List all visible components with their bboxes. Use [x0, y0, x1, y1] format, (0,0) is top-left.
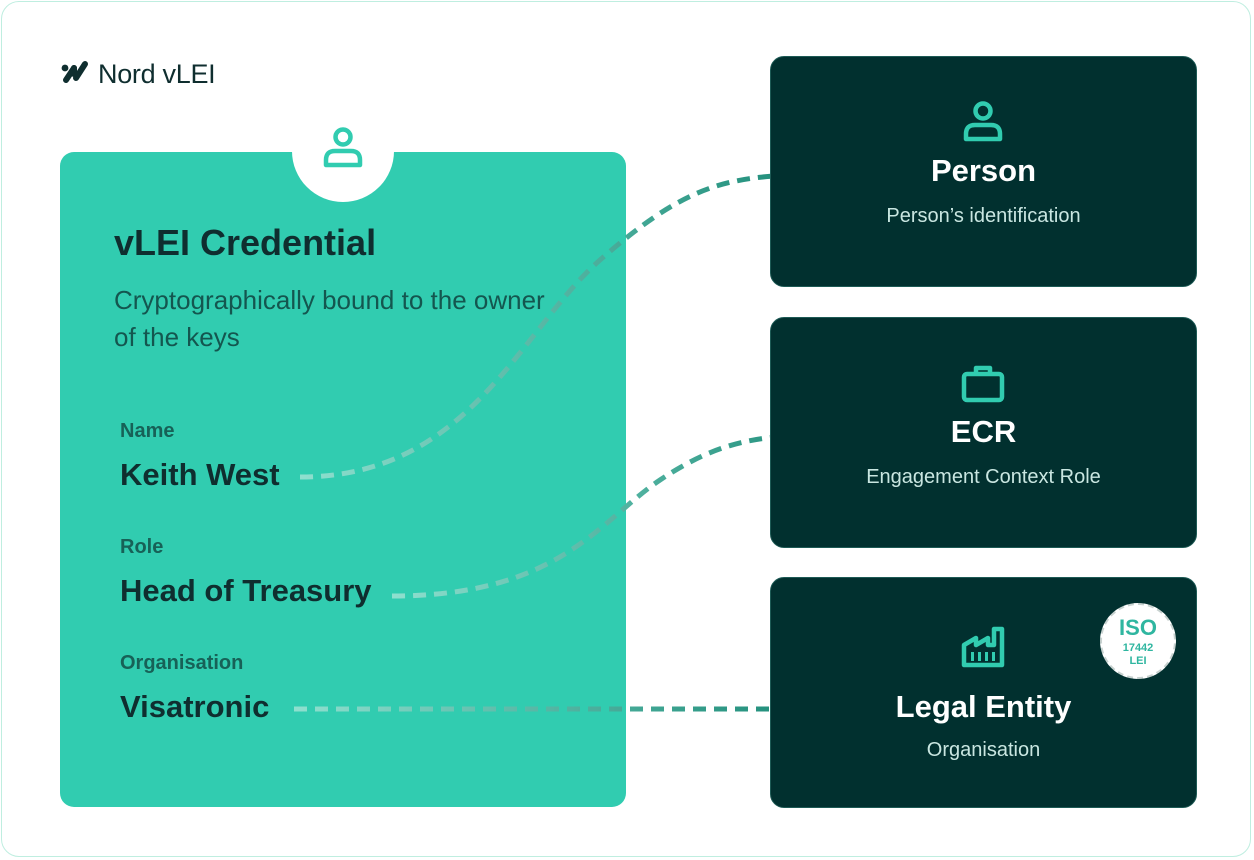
iso-badge-line1: ISO [1119, 615, 1157, 640]
credential-subtitle: Cryptographically bound to the owner of … [114, 285, 545, 352]
person-subtitle: Person’s identification [886, 205, 1081, 227]
ecr-box [770, 317, 1197, 548]
iso-badge-line3: LEI [1129, 655, 1147, 667]
iso-badge-line2: 17442 [1122, 642, 1154, 654]
credential-card [60, 152, 626, 807]
credential-title: vLEI Credential [114, 222, 377, 263]
factory-icon [961, 626, 1005, 668]
connector-role-to-ecr [391, 432, 821, 599]
field-label-organisation: Organisation [120, 652, 244, 674]
person-icon [323, 127, 363, 168]
briefcase-icon [961, 365, 1005, 403]
person-box [770, 56, 1197, 287]
field-value-organisation: Visatronic [120, 689, 270, 724]
legal-entity-subtitle: Organisation [926, 739, 1041, 761]
legal-entity-title: Legal Entity [895, 689, 1072, 724]
field-value-role: Head of Treasury [120, 573, 372, 608]
ecr-subtitle: Engagement Context Role [866, 466, 1101, 488]
person-icon [963, 101, 1003, 142]
person-title: Person [930, 153, 1037, 188]
logo-text: Nord vLEI [98, 58, 216, 89]
field-label-role: Role [120, 536, 164, 558]
field-value-name: Keith West [120, 457, 280, 492]
connector-name-to-person [299, 172, 793, 480]
ecr-title: ECR [950, 414, 1017, 449]
logo: Nord vLEI [60, 54, 216, 94]
iso-badge: ISO 17442 LEI [1100, 603, 1176, 679]
field-label-name: Name [120, 420, 175, 442]
nord-logo-icon [61, 61, 88, 83]
